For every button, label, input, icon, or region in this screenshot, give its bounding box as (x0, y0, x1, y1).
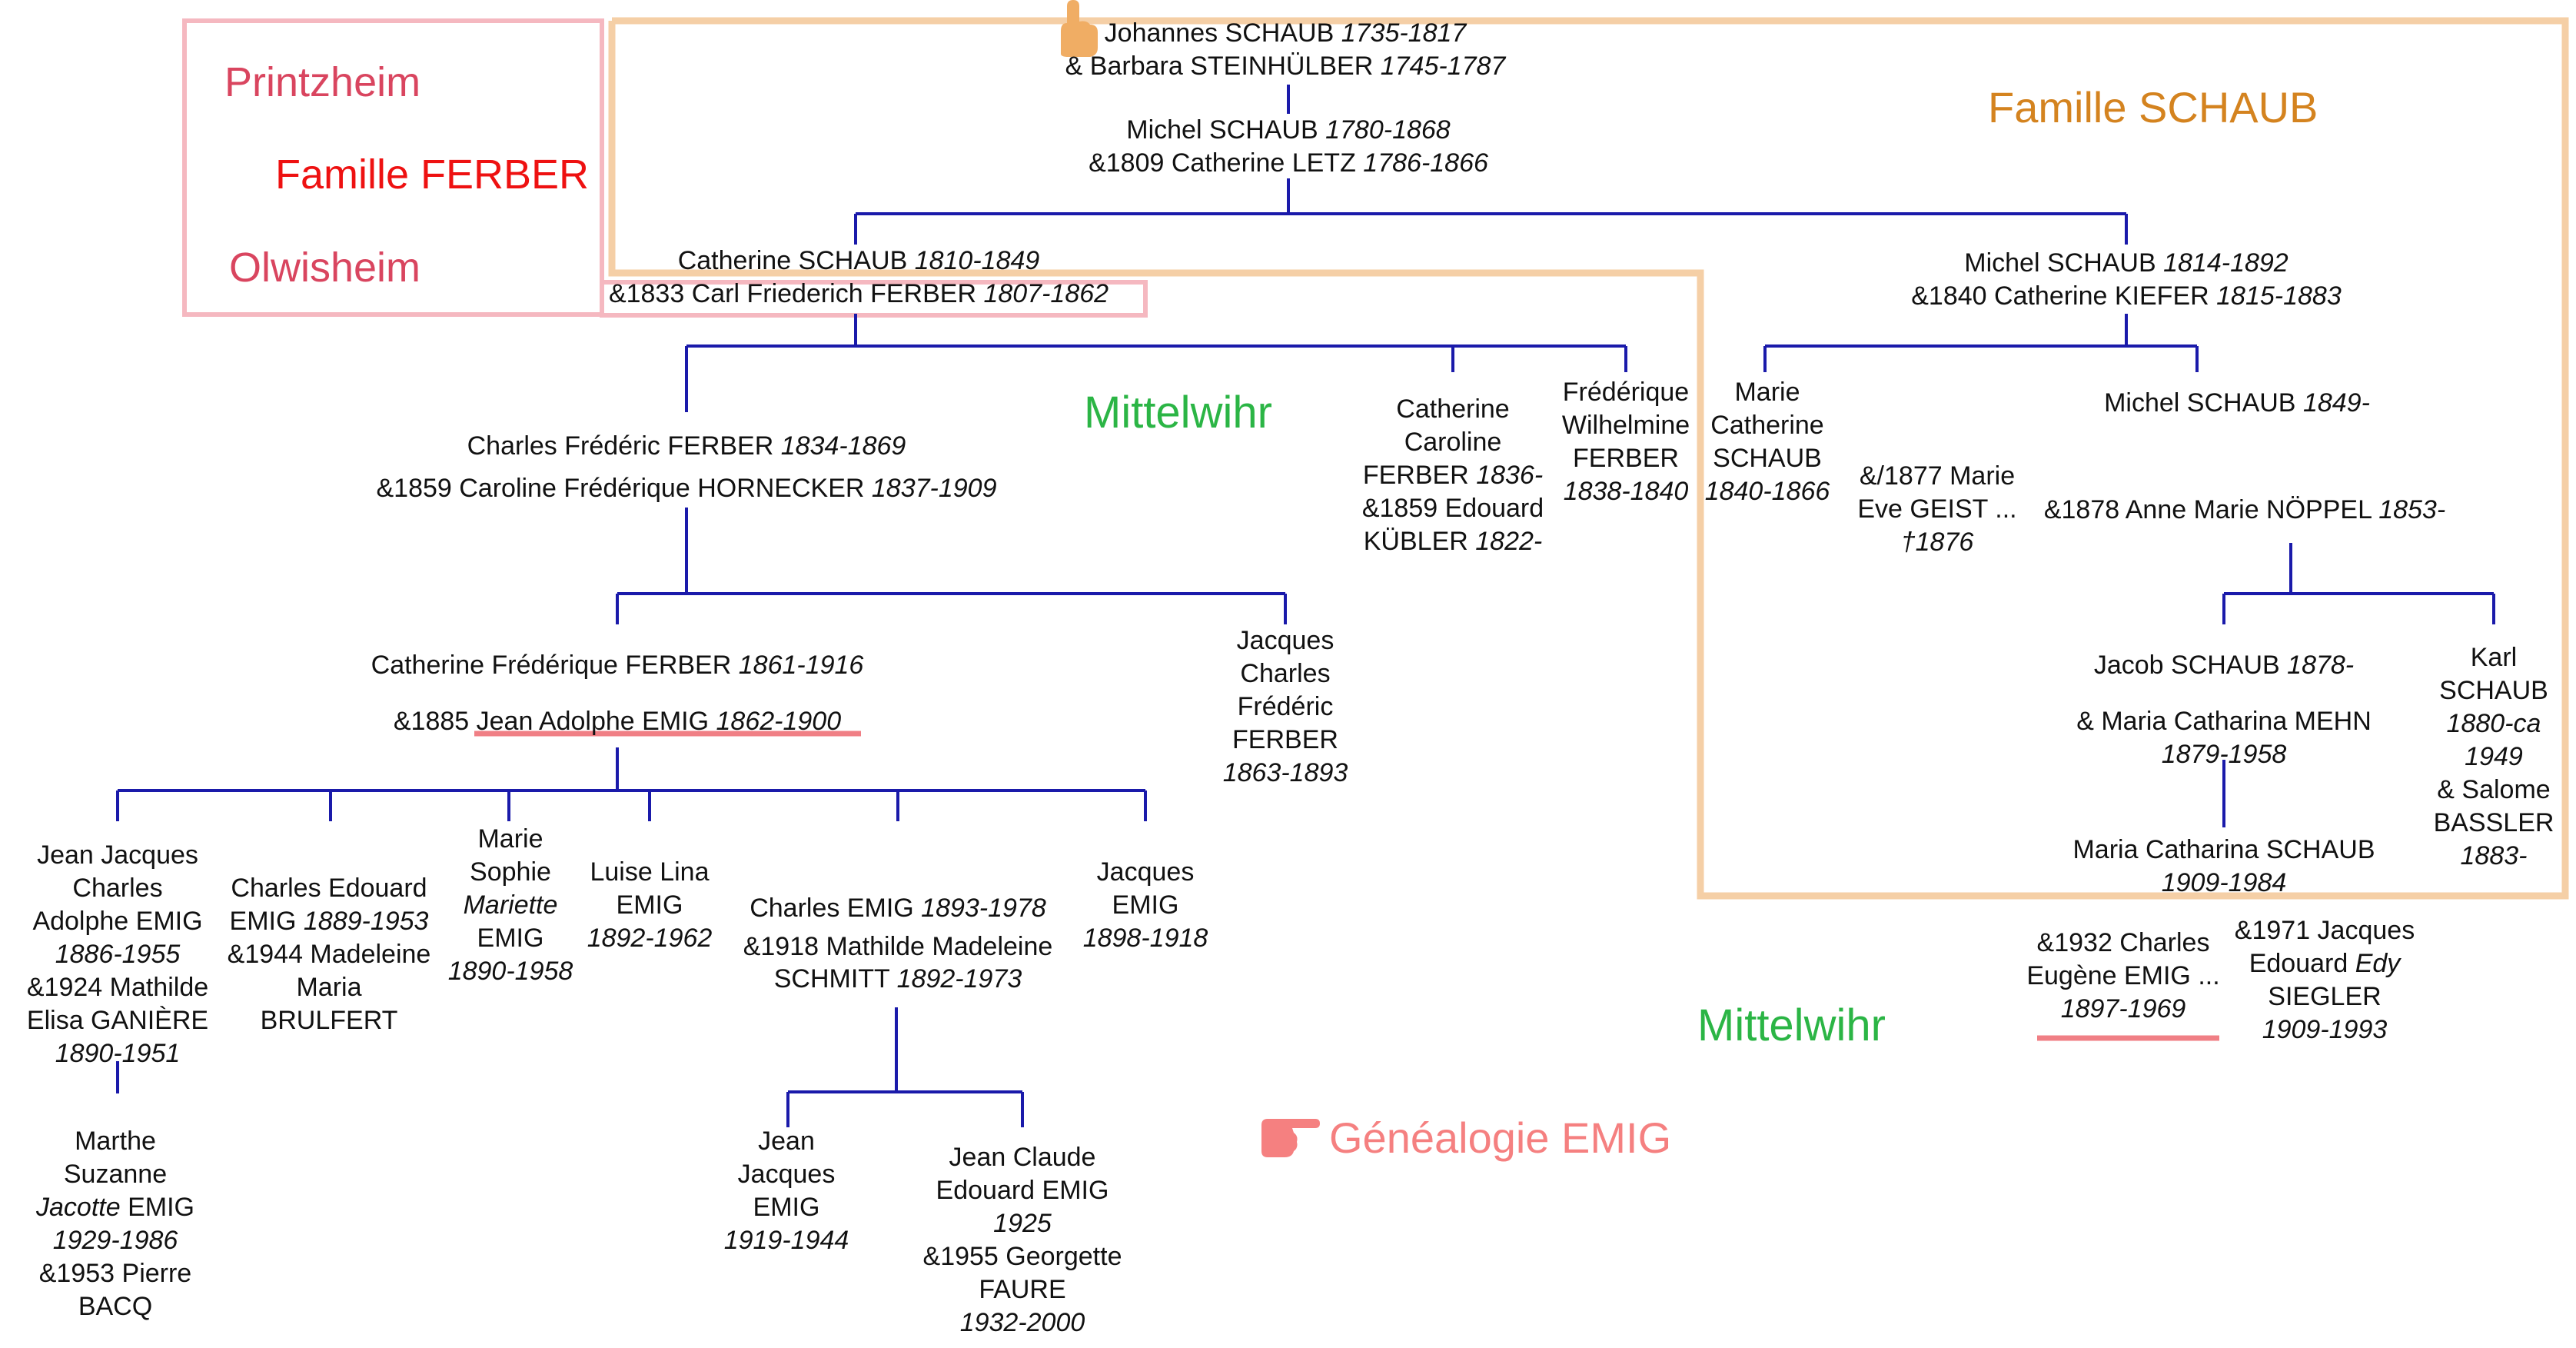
person-jacques-edouard-siegler[interactable]: &1971 Jacques Edouard Edy SIEGLER 1909-1… (2234, 916, 2415, 1044)
person-marthe-suzanne-emig[interactable]: Marthe Suzanne Jacotte EMIG 1929-1986 &1… (36, 1127, 194, 1321)
schaub-box-upper (608, 17, 2569, 900)
person-anne-marie-noppel[interactable]: &1878 Anne Marie NÖPPEL 1853- (2043, 495, 2446, 524)
person-jacques-emig-1898[interactable]: Jacques EMIG 1898-1918 (1082, 857, 1208, 953)
person-michel-schaub-1849[interactable]: Michel SCHAUB 1849- (2104, 388, 2370, 418)
jean-adolphe-emig-link[interactable]: Jean Adolphe EMIG (476, 707, 710, 736)
person-jacob-schaub[interactable]: Jacob SCHAUB 1878- & Maria Catharina MEH… (2076, 651, 2372, 769)
olwisheim-link[interactable]: Olwisheim (229, 245, 421, 291)
person-catherine-caroline-ferber[interactable]: Catherine Caroline FERBER 1836- &1859 Ed… (1361, 394, 1544, 556)
person-michel-schaub-1814[interactable]: Michel SCHAUB 1814-1892 &1840 Catherine … (1911, 248, 2342, 311)
person-maria-catharina-schaub[interactable]: Maria Catharina SCHAUB 1909-1984 (2072, 835, 2375, 897)
person-catherine-frederique-ferber[interactable]: Catherine Frédérique FERBER 1861-1916 &1… (371, 651, 864, 736)
mittelwihr-link[interactable]: Mittelwihr (1697, 1000, 1886, 1050)
printzheim-link[interactable]: Printzheim (224, 59, 421, 105)
person-johannes-schaub[interactable]: Johannes SCHAUB 1735-1817 & Barbara STEI… (1065, 18, 1506, 81)
person-jacques-charles-frederic-ferber[interactable]: Jacques Charles Frédéric FERBER 1863-189… (1222, 626, 1348, 787)
person-michel-schaub-1780[interactable]: Michel SCHAUB 1780-1868 &1809 Catherine … (1089, 115, 1488, 178)
person-charles-edouard-emig[interactable]: Charles Edouard EMIG 1889-1953 &1944 Mad… (227, 874, 431, 1035)
pointing-hand-icon[interactable] (1053, 0, 1102, 58)
person-jean-claude-edouard-emig[interactable]: Jean Claude Edouard EMIG 1925 &1955 Geor… (922, 1143, 1122, 1337)
person-catherine-schaub-1810[interactable]: Catherine SCHAUB 1810-1849 &1833 Carl Fr… (608, 246, 1109, 308)
person-marie-sophie-emig[interactable]: Marie Sophie Mariette EMIG 1890-1958 (447, 824, 573, 986)
person-charles-emig-1893[interactable]: Charles EMIG 1893-1978 &1918 Mathilde Ma… (743, 894, 1053, 994)
person-marie-catherine-schaub[interactable]: Marie Catherine SCHAUB 1840-1866 (1704, 378, 1830, 506)
person-charles-frederic-ferber[interactable]: Charles Frédéric FERBER 1834-1869 &1859 … (376, 431, 997, 503)
ferber-box (182, 18, 604, 317)
person-karl-schaub[interactable]: Karl SCHAUB 1880-ca 1949 & Salome BASSLE… (2433, 643, 2554, 870)
famille-ferber-link[interactable]: Famille FERBER (275, 151, 590, 198)
person-charles-eugene-emig[interactable]: &1932 Charles Eugène EMIG ... 1897-1969 (2026, 928, 2220, 1023)
person-jean-jacques-emig-1919[interactable]: Jean Jacques EMIG 1919-1944 (723, 1127, 849, 1255)
ferber-name-box (600, 280, 1148, 318)
person-frederique-wilhelmine-ferber[interactable]: Frédérique Wilhelmine FERBER 1838-1840 (1561, 378, 1690, 506)
pointing-hand-icon[interactable] (1257, 1113, 1320, 1159)
famille-schaub-link[interactable]: Famille SCHAUB (1988, 83, 2318, 131)
person-luise-lina-emig[interactable]: Luise Lina EMIG 1892-1962 (587, 857, 713, 953)
person-jean-jacques-charles-adolphe-emig[interactable]: Jean Jacques Charles Adolphe EMIG 1886-1… (26, 840, 209, 1068)
mittelwihr-link[interactable]: Mittelwihr (1084, 388, 1272, 438)
person-marie-eve-geist[interactable]: &/1877 Marie Eve GEIST ... †1876 (1857, 461, 2017, 557)
genealogie-emig-link[interactable]: Généalogie EMIG (1329, 1113, 1672, 1162)
